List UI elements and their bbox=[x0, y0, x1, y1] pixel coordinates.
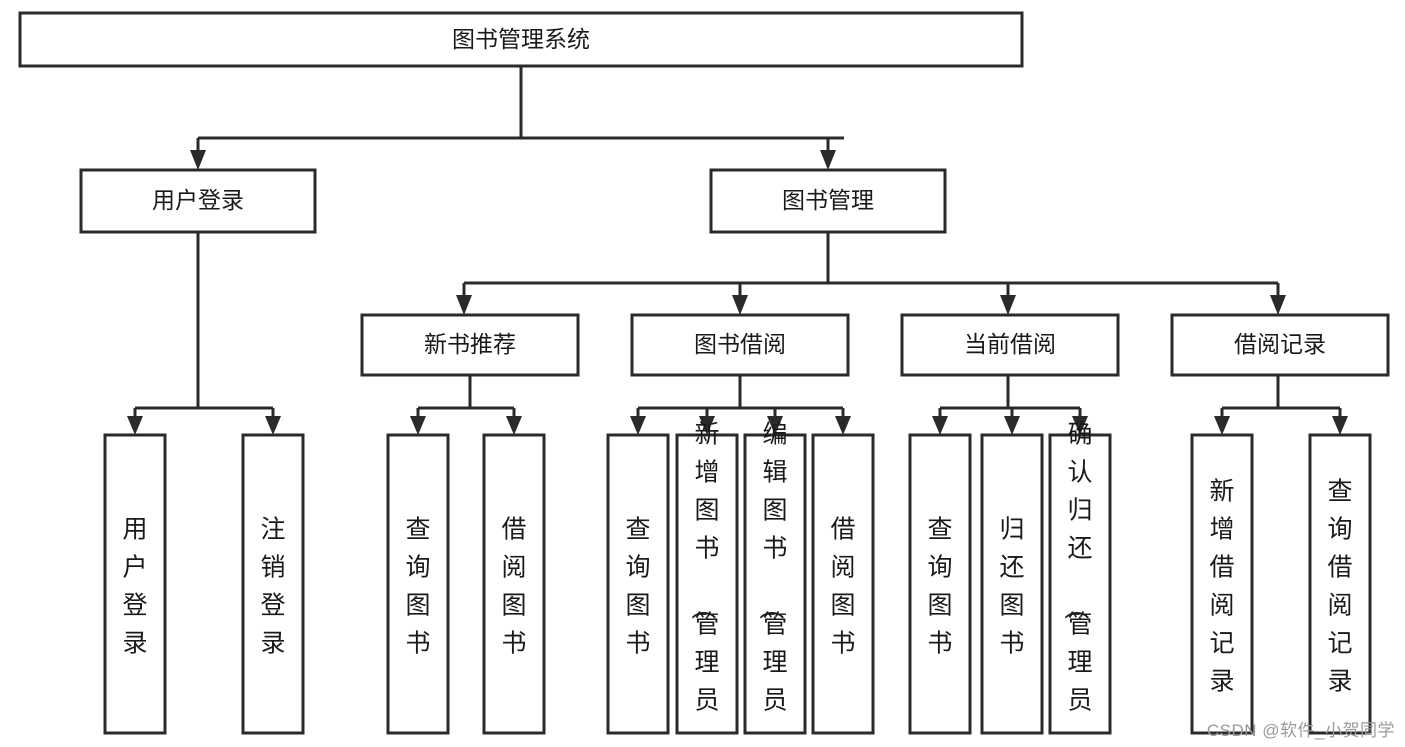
book-borrow-label: 图书借阅 bbox=[694, 331, 786, 357]
leaf-box bbox=[743, 433, 807, 735]
edge-userlogin-to-leaves bbox=[127, 232, 281, 435]
root-label: 图书管理系统 bbox=[452, 26, 590, 52]
new-book-recommend-label: 新书推荐 bbox=[424, 331, 516, 357]
leaf-node[interactable]: 新增图书（管理员） bbox=[675, 421, 739, 747]
leaf-box bbox=[980, 433, 1044, 735]
leaf-label: 借阅图书 bbox=[501, 516, 526, 658]
node-new-book-recommend[interactable]: 新书推荐 bbox=[360, 313, 580, 377]
leaf-label: 注销登录 bbox=[260, 516, 285, 658]
leaf-node-layer: 用户登录 注销登录 查询图书 借阅图书 查询图书 新增图书（管理员） 编辑图书（管理员） 借阅… bbox=[103, 421, 1372, 747]
leaf-box bbox=[1190, 433, 1254, 735]
edge-root-to-level2 bbox=[190, 66, 844, 170]
book-manage-label: 图书管理 bbox=[782, 187, 874, 213]
leaf-box bbox=[1048, 433, 1112, 735]
node-book-manage[interactable]: 图书管理 bbox=[709, 168, 947, 234]
leaf-label: 归还图书 bbox=[999, 516, 1024, 658]
node-root[interactable]: 图书管理系统 bbox=[18, 11, 1024, 68]
edge-bookmanage-to-level3 bbox=[456, 232, 1286, 315]
leaf-label: 查询图书 bbox=[625, 516, 650, 658]
book-manage-box bbox=[709, 168, 947, 234]
leaf-label: 确认归还（管理员） bbox=[1061, 421, 1092, 747]
leaf-node[interactable]: 查询图书 bbox=[908, 433, 972, 735]
node-book-borrow[interactable]: 图书借阅 bbox=[630, 313, 850, 377]
root-box bbox=[18, 11, 1024, 68]
leaf-node[interactable]: 用户登录 bbox=[103, 433, 167, 735]
leaf-node[interactable]: 查询图书 bbox=[386, 433, 450, 735]
leaf-box bbox=[103, 433, 167, 735]
leaf-box bbox=[386, 433, 450, 735]
borrow-record-label: 借阅记录 bbox=[1234, 331, 1326, 357]
edge-bookborrow-to-leaves bbox=[630, 375, 851, 435]
node-user-login[interactable]: 用户登录 bbox=[79, 168, 317, 234]
edge-currentborrow-to-leaves bbox=[932, 375, 1088, 435]
borrow-record-box bbox=[1170, 313, 1390, 377]
leaf-box bbox=[1308, 433, 1372, 735]
edge-borrowrecord-to-leaves bbox=[1214, 375, 1348, 435]
new-book-recommend-box bbox=[360, 313, 580, 377]
node-borrow-record[interactable]: 借阅记录 bbox=[1170, 313, 1390, 377]
leaf-label: 查询图书 bbox=[405, 516, 430, 658]
leaf-node[interactable]: 借阅图书 bbox=[482, 433, 546, 735]
leaf-node[interactable]: 注销登录 bbox=[241, 433, 305, 735]
leaf-label: 查询借阅记录 bbox=[1327, 478, 1352, 696]
leaf-box bbox=[606, 433, 670, 735]
edge-newbook-to-leaves bbox=[410, 375, 522, 435]
leaf-node[interactable]: 查询图书 bbox=[606, 433, 670, 735]
connector-layer bbox=[127, 66, 1348, 435]
leaf-label: 新增图书（管理员） bbox=[688, 421, 719, 747]
leaf-node[interactable]: 编辑图书（管理员） bbox=[743, 421, 807, 747]
leaf-box bbox=[908, 433, 972, 735]
leaf-node[interactable]: 归还图书 bbox=[980, 433, 1044, 735]
leaf-label: 编辑图书（管理员） bbox=[756, 421, 787, 747]
leaf-node[interactable]: 新增借阅记录 bbox=[1190, 433, 1254, 735]
leaf-node[interactable]: 确认归还（管理员） bbox=[1048, 421, 1112, 747]
leaf-node[interactable]: 借阅图书 bbox=[811, 433, 875, 735]
current-borrow-box bbox=[900, 313, 1120, 377]
node-current-borrow[interactable]: 当前借阅 bbox=[900, 313, 1120, 377]
leaf-box bbox=[241, 433, 305, 735]
leaf-label: 查询图书 bbox=[927, 516, 952, 658]
leaf-label: 用户登录 bbox=[122, 516, 147, 658]
book-borrow-box bbox=[630, 313, 850, 377]
leaf-box bbox=[811, 433, 875, 735]
user-login-box bbox=[79, 168, 317, 234]
leaf-label: 新增借阅记录 bbox=[1209, 478, 1234, 696]
leaf-box bbox=[675, 433, 739, 735]
leaf-node[interactable]: 查询借阅记录 bbox=[1308, 433, 1372, 735]
leaf-box bbox=[482, 433, 546, 735]
user-login-label: 用户登录 bbox=[152, 187, 244, 213]
leaf-label: 借阅图书 bbox=[830, 516, 855, 658]
current-borrow-label: 当前借阅 bbox=[964, 331, 1056, 357]
